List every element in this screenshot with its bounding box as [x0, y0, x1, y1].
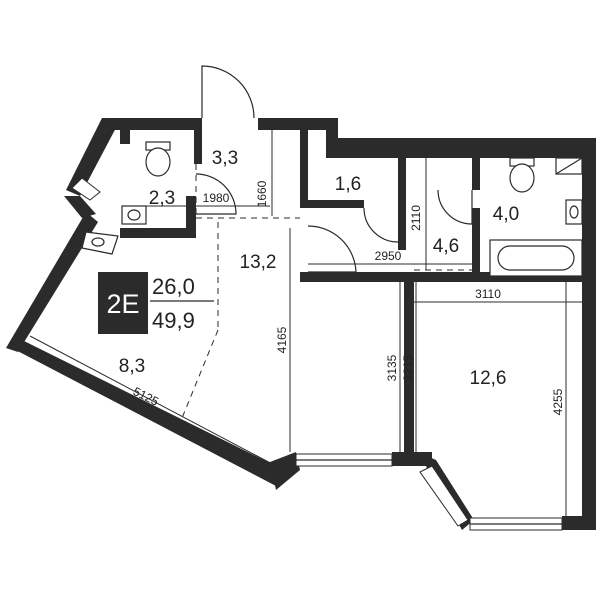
fixtures — [81, 141, 583, 277]
apartment-tag: 2E 26,0 49,9 — [98, 272, 214, 334]
dim-label: 3110 — [475, 287, 501, 301]
sink-icon — [565, 199, 583, 225]
room-area-wc: 2,3 — [149, 188, 175, 209]
room-area-storage: 1,6 — [335, 174, 361, 195]
tag-box — [98, 272, 148, 334]
room-labels: 2,3 3,3 1,6 4,0 4,6 13,2 8,3 12,6 — [119, 148, 519, 389]
kitchen-sink-icon — [81, 231, 119, 255]
door-bath — [437, 189, 473, 225]
dim-label: 4165 — [275, 326, 289, 353]
window-side — [71, 177, 101, 201]
dim-label: 4255 — [551, 388, 565, 415]
vent-icon — [555, 157, 583, 175]
room-area-corridor: 4,6 — [433, 236, 459, 257]
walls — [6, 118, 596, 530]
living-area-value: 26,0 — [152, 274, 195, 299]
zone-lines — [181, 164, 472, 419]
window-bay — [419, 465, 469, 527]
sink-icon — [121, 205, 147, 225]
door-wc — [195, 173, 237, 215]
door-entrance — [201, 65, 255, 119]
room-area-bedroom: 12,6 — [470, 368, 507, 389]
toilet-icon — [145, 141, 171, 177]
room-area-living: 13,2 — [240, 252, 277, 273]
dim-label: 3135 — [385, 354, 399, 381]
bathtub-icon — [489, 239, 583, 277]
dim-label: 3215 — [401, 354, 415, 381]
door-living — [307, 225, 357, 273]
room-area-kitchen: 8,3 — [119, 356, 145, 377]
dim-label: 2950 — [375, 249, 402, 263]
door-storage — [363, 207, 399, 243]
dim-label: 1980 — [203, 191, 230, 205]
dim-label: 2110 — [409, 205, 423, 231]
room-area-bath: 4,0 — [493, 204, 519, 225]
dim-label: 1660 — [255, 180, 269, 207]
windows — [71, 177, 563, 531]
dimension-lines — [29, 130, 582, 516]
room-area-hall: 3,3 — [212, 148, 238, 169]
total-area-value: 49,9 — [152, 308, 195, 333]
apartment-type-code: 2E — [106, 289, 139, 319]
toilet-icon — [509, 157, 535, 193]
doors — [195, 65, 473, 273]
